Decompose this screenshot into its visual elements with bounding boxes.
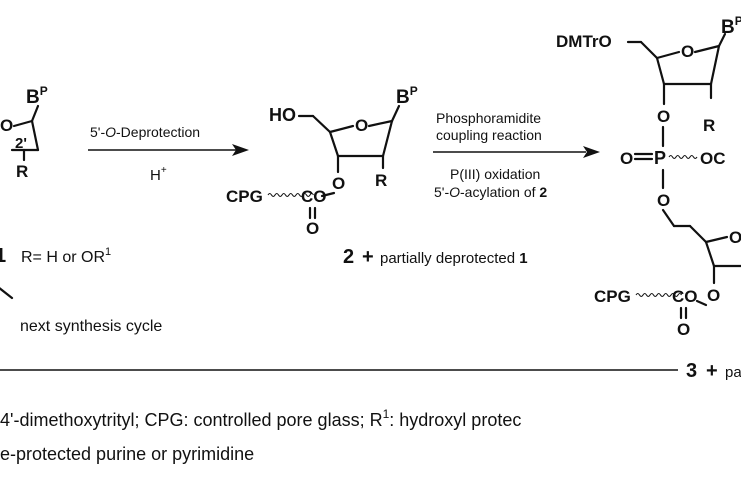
next-cycle-label: next synthesis cycle [20, 318, 162, 335]
compound-2-note: partially deprotected 1 [380, 250, 528, 267]
r-substituent: R [375, 171, 387, 190]
compound-1-r: R [16, 162, 28, 181]
lower-cpg-linker [635, 292, 682, 298]
bond [688, 224, 708, 244]
lower-carbonyl-label: CO [672, 287, 698, 306]
compound-2-number: 2 [343, 246, 354, 268]
footnote: 4'-dimethoxytrityl; CPG: controlled pore… [0, 407, 521, 464]
compound-3-note: pa [725, 364, 741, 381]
arrow-1-head [232, 144, 249, 156]
lower-ring-oxygen: O [729, 228, 741, 247]
bond [693, 44, 721, 54]
bond [639, 40, 659, 60]
footnote-line-1: 4'-dimethoxytrityl; CPG: controlled pore… [0, 407, 521, 430]
bond [328, 130, 340, 158]
oxidation-label: P(III) oxidation [450, 166, 540, 182]
compound-1: O BP 2' R 1 R= H or OR1 next synthesis c… [0, 84, 162, 335]
arrow-1: 5'-O-Deprotection H+ [88, 124, 249, 184]
cycle-arrow-tail [0, 287, 14, 300]
acylation-label: 5'-O-acylation of 2 [434, 184, 547, 200]
arrow-2: Phosphoramidite coupling reaction P(III)… [433, 110, 600, 200]
deprotection-label: 5'-O-Deprotection [90, 124, 200, 140]
compound-1-r-definition: R= H or OR1 [21, 246, 111, 266]
bond [704, 240, 716, 268]
acid-reagent: H+ [150, 165, 167, 184]
bond [30, 119, 40, 152]
phosphoryl-oxygen: O [620, 149, 633, 168]
compound-1-ring-oxygen: O [0, 116, 13, 135]
upper-nucleobase: BP [721, 14, 741, 38]
bond [12, 119, 34, 128]
bond [661, 208, 676, 228]
footnote-line-2: e-protected purine or pyrimidine [0, 444, 254, 464]
coupling-line-1: Phosphoramidite [436, 110, 541, 126]
phosphate-wavy-bond [668, 154, 698, 160]
compound-1-base: BP [26, 84, 48, 108]
nucleobase: BP [396, 84, 418, 108]
upper-ring-oxygen: O [681, 42, 694, 61]
upper-r-substituent: R [703, 116, 715, 135]
bridging-oxygen-5: O [657, 191, 670, 210]
bond [709, 44, 721, 86]
bond [367, 119, 394, 128]
bond [655, 50, 681, 60]
bond [381, 119, 394, 158]
bond [320, 191, 336, 198]
bridging-oxygen-3: O [657, 107, 670, 126]
ester-oxygen: O [332, 174, 345, 193]
two-prime-label: 2' [15, 135, 27, 152]
bond [311, 114, 332, 134]
lower-ester-oxygen: O [707, 286, 720, 305]
compound-3-plus: + [706, 360, 718, 382]
compound-3: DMTrO O BP R O O P OC O O O CPG [556, 14, 741, 382]
bond [655, 56, 666, 86]
lower-carbonyl-oxygen: O [677, 320, 690, 339]
coupling-line-2: coupling reaction [436, 127, 542, 143]
phosphorus: P [654, 148, 666, 168]
bond [704, 235, 729, 244]
hydroxyl-label: HO [269, 105, 296, 125]
cpg-label: CPG [226, 187, 263, 206]
ring-oxygen: O [355, 116, 368, 135]
bond [390, 104, 401, 123]
bond [717, 32, 727, 48]
arrow-2-head [583, 146, 600, 158]
bond [30, 104, 40, 123]
cyanoethyl-oxygen: OC [700, 149, 726, 168]
lower-cpg-label: CPG [594, 287, 631, 306]
bond [695, 299, 708, 307]
dmtr-label: DMTrO [556, 32, 612, 51]
bond [328, 124, 355, 134]
carbonyl-label: CO [301, 187, 327, 206]
compound-2: HO O BP R O CPG CO O 2 + partially depro… [226, 84, 528, 268]
carbonyl-oxygen: O [306, 219, 319, 238]
compound-3-number: 3 [686, 360, 697, 382]
cpg-linker [267, 192, 314, 198]
compound-1-number: 1 [0, 245, 6, 267]
compound-2-plus: + [362, 246, 374, 268]
